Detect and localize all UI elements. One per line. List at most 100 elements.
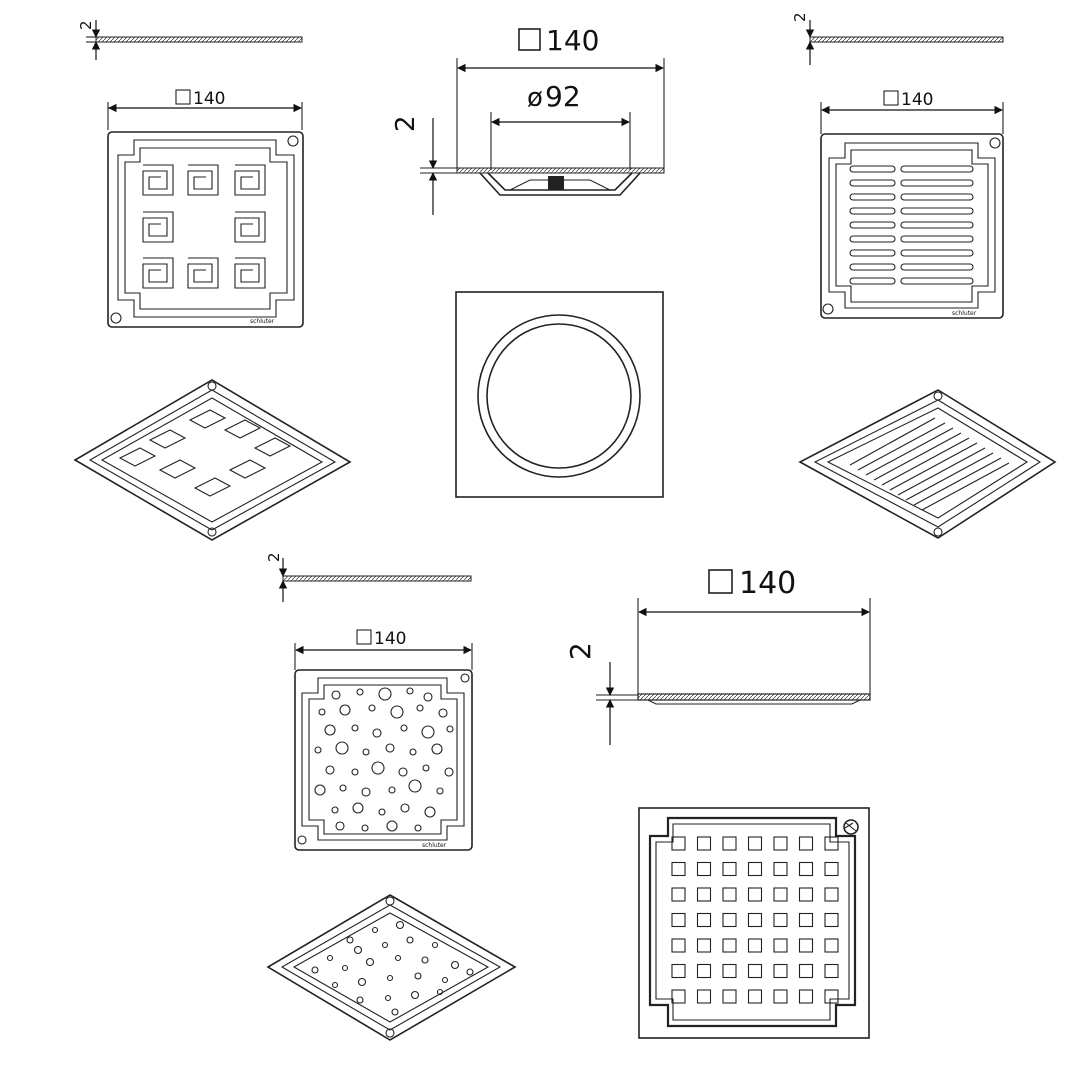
square-hole (696, 989, 712, 1004)
square-hole (824, 912, 839, 928)
square-hole (747, 963, 763, 979)
square-hole (722, 989, 737, 1004)
slot-grate-thickness-label: 2 (791, 12, 809, 22)
square-symbol-icon (708, 569, 733, 594)
square-hole (747, 989, 763, 1004)
square-hole (747, 861, 763, 877)
dot-grate: 2 140 (265, 552, 517, 1041)
diameter-symbol-icon: ø (527, 83, 543, 113)
slot-grate-width-dimension: 140 (820, 90, 1004, 134)
square-hole (798, 989, 814, 1004)
square-grate-thickness-dimension: 2 (564, 642, 638, 745)
frame-thickness-dimension: 2 (391, 115, 457, 215)
slot-grate-brand-mark: schluter (952, 310, 977, 317)
square-hole (773, 887, 788, 902)
square-hole (696, 912, 712, 928)
slot-grate-iso-view (798, 389, 1057, 539)
slot-grate: 2 140 (791, 12, 1057, 539)
square-hole (696, 887, 712, 902)
greek-grate-width-label: 140 (193, 89, 225, 109)
square-hole (671, 989, 686, 1004)
frame-width-dimension: 140 (456, 24, 665, 168)
greek-grate-side-view: 2 (77, 20, 303, 60)
square-hole (747, 836, 763, 851)
frame-diameter-dimension: ø 92 (490, 80, 631, 170)
square-hole (722, 836, 737, 851)
square-grate: 140 2 (564, 566, 871, 1039)
square-hole (696, 963, 712, 979)
square-grate-width-label: 140 (739, 566, 796, 601)
frame-thickness-label: 2 (391, 115, 421, 132)
square-hole (696, 861, 712, 877)
dot-grate-plan-view: schluter (294, 669, 473, 851)
frame-cross-section (456, 167, 665, 196)
square-hole (798, 938, 814, 953)
square-grate-width-dimension: 140 (637, 566, 871, 695)
square-hole (798, 912, 814, 928)
square-hole (671, 912, 686, 928)
dot-pattern (314, 687, 454, 832)
frame-diameter-label: 92 (545, 80, 581, 113)
dot-grate-thickness-label: 2 (265, 552, 283, 562)
greek-grate-plan-view: schluter (107, 131, 304, 328)
square-hole (773, 836, 788, 851)
slot-grate-side-view: 2 (791, 12, 1004, 65)
greek-grate-thickness-label: 2 (77, 20, 95, 30)
dot-grate-width-label: 140 (374, 629, 406, 649)
square-hole (798, 887, 814, 902)
square-hole (671, 938, 686, 953)
square-hole-pattern (671, 836, 839, 1004)
square-hole (722, 963, 737, 979)
greek-grate-width-dimension: 140 (107, 89, 303, 130)
dot-grate-width-dimension: 140 (294, 629, 473, 670)
slot-grate-plan-view: schluter (820, 133, 1004, 319)
square-hole (671, 963, 686, 979)
greek-key-pattern (142, 164, 266, 289)
square-hole (773, 912, 788, 928)
square-hole (671, 836, 686, 851)
frame-section: 140 ø 92 2 (391, 24, 665, 498)
square-hole (824, 963, 839, 979)
square-hole (696, 938, 712, 953)
dot-grate-side-view: 2 (265, 552, 472, 602)
square-hole (747, 887, 763, 902)
dot-grate-iso-view (266, 894, 517, 1041)
square-hole (824, 887, 839, 902)
greek-grate-brand-mark: schluter (250, 318, 275, 325)
frame-plan-view (455, 291, 664, 498)
slot-grate-width-label: 140 (901, 90, 933, 110)
square-hole (798, 836, 814, 851)
square-hole (747, 912, 763, 928)
greek-grate-iso-view (73, 379, 352, 541)
square-hole (722, 938, 737, 953)
square-hole (773, 861, 788, 877)
square-hole (824, 938, 839, 953)
square-grate-plan-view (638, 807, 870, 1039)
square-hole (722, 861, 737, 877)
square-hole (747, 938, 763, 953)
square-symbol-icon (175, 89, 191, 105)
square-hole (824, 836, 839, 851)
square-symbol-icon (356, 629, 372, 645)
square-hole (773, 963, 788, 979)
square-grate-side-view (637, 693, 871, 705)
dot-grate-brand-mark: schluter (422, 842, 447, 849)
square-hole (671, 887, 686, 902)
square-hole (798, 861, 814, 877)
square-symbol-icon (518, 28, 541, 51)
greek-grate: 2 140 (73, 20, 352, 541)
square-hole (722, 887, 737, 902)
square-hole (696, 836, 712, 851)
slot-pattern (849, 165, 974, 285)
screw-icon (843, 819, 859, 835)
square-hole (798, 963, 814, 979)
square-hole (722, 912, 737, 928)
square-grate-thickness-label: 2 (564, 642, 597, 660)
square-hole (671, 861, 686, 877)
square-hole (824, 989, 839, 1004)
frame-width-label: 140 (546, 24, 599, 57)
square-symbol-icon (883, 90, 899, 106)
square-hole (824, 861, 839, 877)
square-hole (773, 989, 788, 1004)
